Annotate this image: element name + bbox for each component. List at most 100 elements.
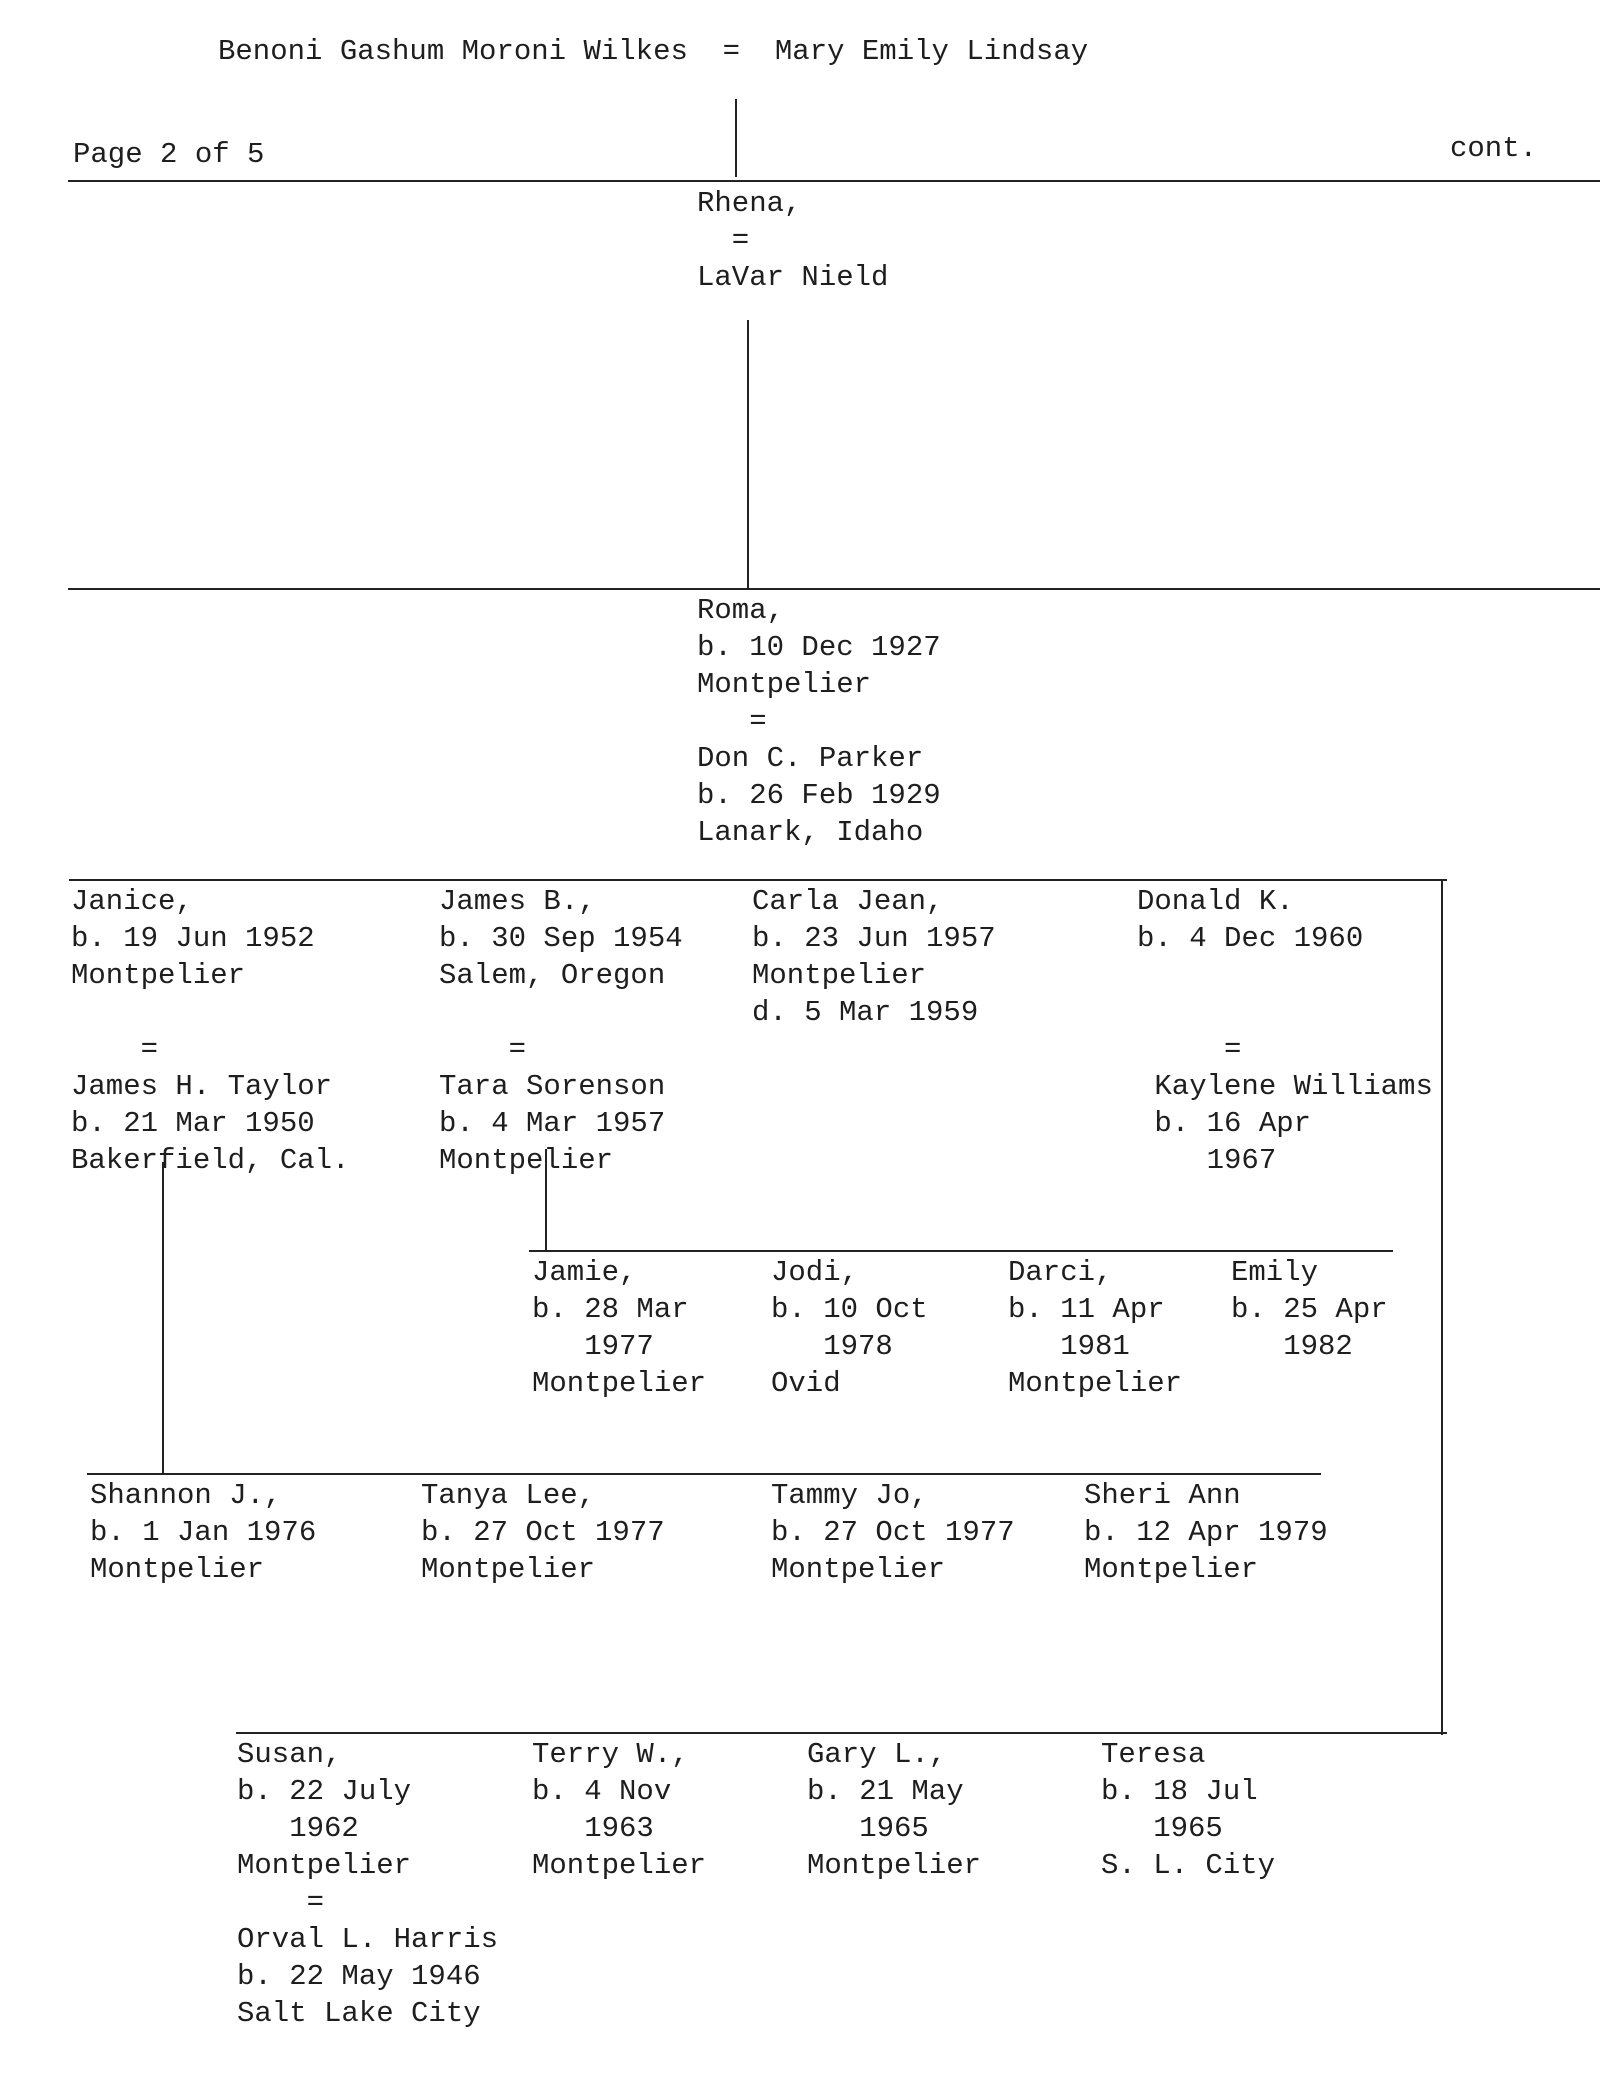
entry-line: Montpelier [771, 1553, 946, 1586]
marriage-sign: = [697, 224, 750, 257]
entry-line: b. 4 Mar 1957 [439, 1107, 666, 1140]
entry-line: b. 23 Jun 1957 [752, 922, 996, 955]
line-roma-children-right [1441, 879, 1443, 1735]
entry-line: 1963 [532, 1812, 654, 1845]
entry-line: Rhena, [697, 187, 802, 220]
entry-line: Montpelier [421, 1553, 596, 1586]
entry-line: Donald K. [1137, 885, 1294, 918]
entry-line: Emily [1231, 1256, 1319, 1289]
marriage-sign: = [439, 1033, 527, 1066]
line-parents-down [735, 99, 737, 177]
marriage-sign: = [1137, 1033, 1242, 1066]
entry-line: Teresa [1101, 1738, 1206, 1771]
entry-line: Orval L. Harris [237, 1923, 499, 1956]
entry-line: Jamie, [532, 1256, 637, 1289]
person-entry-teresa: Teresa b. 18 Jul 1965 S. L. City [1101, 1736, 1275, 1884]
entry-line: Salem, Oregon [439, 959, 666, 992]
entry-line: 1965 [807, 1812, 929, 1845]
entry-line: S. L. City [1101, 1849, 1276, 1882]
person-entry-emily: Emily b. 25 Apr 1982 [1231, 1254, 1388, 1365]
entry-line: Janice, [71, 885, 193, 918]
line-rhena-down [747, 320, 749, 588]
entry-line: Tara Sorenson [439, 1070, 666, 1103]
marriage-sign: = [71, 1033, 159, 1066]
entry-line: Montpelier [90, 1553, 265, 1586]
entry-line: Montpelier [439, 1144, 614, 1177]
entry-line: b. 18 Jul [1101, 1775, 1258, 1808]
entry-line: b. 4 Nov [532, 1775, 672, 1808]
entry-line: 1965 [1101, 1812, 1223, 1845]
person-entry-rhena: Rhena, =LaVar Nield [697, 185, 888, 296]
entry-line: Montpelier [532, 1367, 707, 1400]
entry-line: 1981 [1008, 1330, 1130, 1363]
entry-line: James H. Taylor [71, 1070, 333, 1103]
entry-line: b. 21 Mar 1950 [71, 1107, 315, 1140]
entry-line [71, 994, 349, 1031]
entry-line: Susan, [237, 1738, 342, 1771]
entry-line [439, 994, 683, 1031]
entry-line: Roma, [697, 594, 785, 627]
entry-line: Montpelier [752, 959, 927, 992]
entry-line: Sheri Ann [1084, 1479, 1241, 1512]
entry-line: Salt Lake City [237, 1997, 481, 2030]
entry-line: Lanark, Idaho [697, 816, 924, 849]
entry-line: Bakerfield, Cal. [71, 1144, 350, 1177]
entry-line: b. 10 Dec 1927 [697, 631, 941, 664]
entry-line: b. 19 Jun 1952 [71, 922, 315, 955]
line-generation-rhena [68, 180, 1600, 182]
entry-line [1137, 994, 1433, 1031]
entry-line: Don C. Parker [697, 742, 924, 775]
entry-line: d. 5 Mar 1959 [752, 996, 979, 1029]
entry-line: b. 28 Mar [532, 1293, 689, 1326]
marriage-sign: = [697, 705, 767, 738]
line-janice-down [162, 1162, 164, 1474]
entry-line: Montpelier [1008, 1367, 1183, 1400]
entry-line: James B., [439, 885, 596, 918]
entry-line: Tammy Jo, [771, 1479, 928, 1512]
entry-line: b. 22 May 1946 [237, 1960, 481, 1993]
line-roma-children-cont [236, 1732, 1447, 1734]
entry-line: b. 12 Apr 1979 [1084, 1516, 1328, 1549]
entry-line: Montpelier [532, 1849, 707, 1882]
entry-line: Carla Jean, [752, 885, 944, 918]
entry-line: Jodi, [771, 1256, 859, 1289]
entry-line: Shannon J., [90, 1479, 282, 1512]
entry-line: 1978 [771, 1330, 893, 1363]
entry-line [1137, 957, 1433, 994]
continued-label: cont. [1450, 132, 1538, 165]
entry-line: b. 26 Feb 1929 [697, 779, 941, 812]
entry-line: b. 25 Apr [1231, 1293, 1388, 1326]
entry-line: 1982 [1231, 1330, 1353, 1363]
entry-line: b. 30 Sep 1954 [439, 922, 683, 955]
entry-line: 1962 [237, 1812, 359, 1845]
line-roma-children [69, 879, 1447, 881]
entry-line: Kaylene Williams [1137, 1070, 1433, 1103]
entry-line: Ovid [771, 1367, 841, 1400]
entry-line: b. 4 Dec 1960 [1137, 922, 1364, 955]
entry-line: Montpelier [807, 1849, 982, 1882]
entry-line: Montpelier [1084, 1553, 1259, 1586]
entry-line: b. 27 Oct 1977 [421, 1516, 665, 1549]
entry-line: Gary L., [807, 1738, 947, 1771]
chart-title: Benoni Gashum Moroni Wilkes = Mary Emily… [218, 35, 1089, 68]
entry-line: b. 16 Apr [1137, 1107, 1312, 1140]
entry-line: Terry W., [532, 1738, 689, 1771]
line-james-children [529, 1250, 1393, 1252]
entry-line: b. 1 Jan 1976 [90, 1516, 317, 1549]
line-generation-roma [68, 588, 1600, 590]
entry-line: b. 10 Oct [771, 1293, 928, 1326]
entry-line: b. 27 Oct 1977 [771, 1516, 1015, 1549]
